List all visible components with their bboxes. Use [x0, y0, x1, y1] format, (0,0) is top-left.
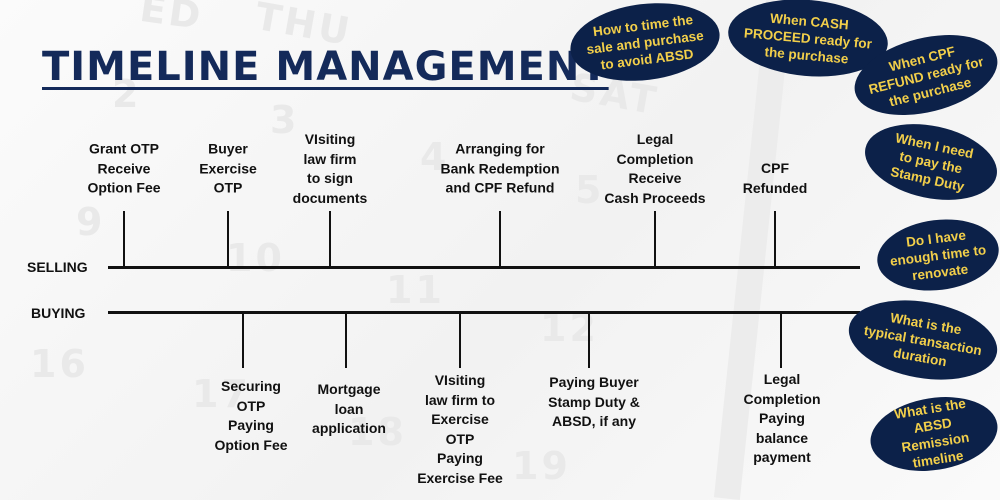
buying-label: BUYING: [31, 305, 86, 321]
selling-event-law-firm-sign: VIsiting law firm to sign documents: [292, 131, 368, 206]
buying-tick: [459, 312, 461, 368]
background-calendar-date: 2: [112, 72, 142, 116]
buying-event-law-firm-exercise: VIsiting law firm to Exercise OTP Paying…: [417, 372, 503, 486]
buying-tick: [242, 312, 244, 368]
selling-event-cpf-refunded: CPF Refunded: [742, 160, 808, 196]
background-calendar-date: 10: [226, 236, 285, 280]
selling-tick: [329, 211, 331, 267]
background-calendar-day-name: ED: [137, 0, 207, 39]
selling-tick: [774, 211, 776, 267]
buying-tick: [780, 312, 782, 368]
background-calendar-date: 3: [270, 98, 300, 142]
buying-timeline: [108, 311, 860, 314]
buying-event-securing-otp: Securing OTP Paying Option Fee: [214, 378, 288, 453]
buying-event-legal-completion: Legal Completion Paying balance payment: [743, 371, 821, 465]
background-calendar-date: 9: [76, 200, 106, 244]
selling-tick: [227, 211, 229, 267]
selling-event-legal-completion: Legal Completion Receive Cash Proceeds: [604, 131, 706, 206]
question-bubble-absd-remission: What is the ABSD Remission timeline: [865, 388, 1000, 480]
background-calendar-date: 19: [512, 444, 571, 488]
selling-tick: [123, 211, 125, 267]
selling-event-bank-redemption: Arranging for Bank Redemption and CPF Re…: [440, 140, 560, 196]
question-bubble-transaction-duration: What is the typical transaction duration: [842, 289, 1000, 391]
selling-timeline: [108, 266, 860, 269]
background-calendar-date: 18: [348, 410, 407, 454]
buying-tick: [588, 312, 590, 368]
question-bubble-renovate: Do I have enough time to renovate: [873, 212, 1000, 298]
background-calendar-date: 11: [386, 268, 445, 312]
page-title: TIMELINE MANAGEMENT: [42, 44, 609, 90]
selling-event-grant-otp: Grant OTP Receive Option Fee: [87, 140, 161, 196]
background-calendar-date: 16: [30, 342, 89, 386]
selling-tick: [499, 211, 501, 267]
background-calendar-date: 5: [575, 168, 605, 212]
buying-tick: [345, 312, 347, 368]
question-bubble-stamp-duty: When I need to pay the Stamp Duty: [857, 112, 1000, 212]
background-calendar-date: 17: [192, 372, 251, 416]
selling-tick: [654, 211, 656, 267]
selling-event-buyer-exercise: Buyer Exercise OTP: [199, 140, 257, 196]
background-calendar-date: 4: [420, 135, 450, 179]
selling-label: SELLING: [27, 259, 88, 275]
buying-event-stamp-duty: Paying Buyer Stamp Duty & ABSD, if any: [548, 374, 640, 429]
buying-event-mortgage: Mortgage loan application: [312, 381, 386, 436]
